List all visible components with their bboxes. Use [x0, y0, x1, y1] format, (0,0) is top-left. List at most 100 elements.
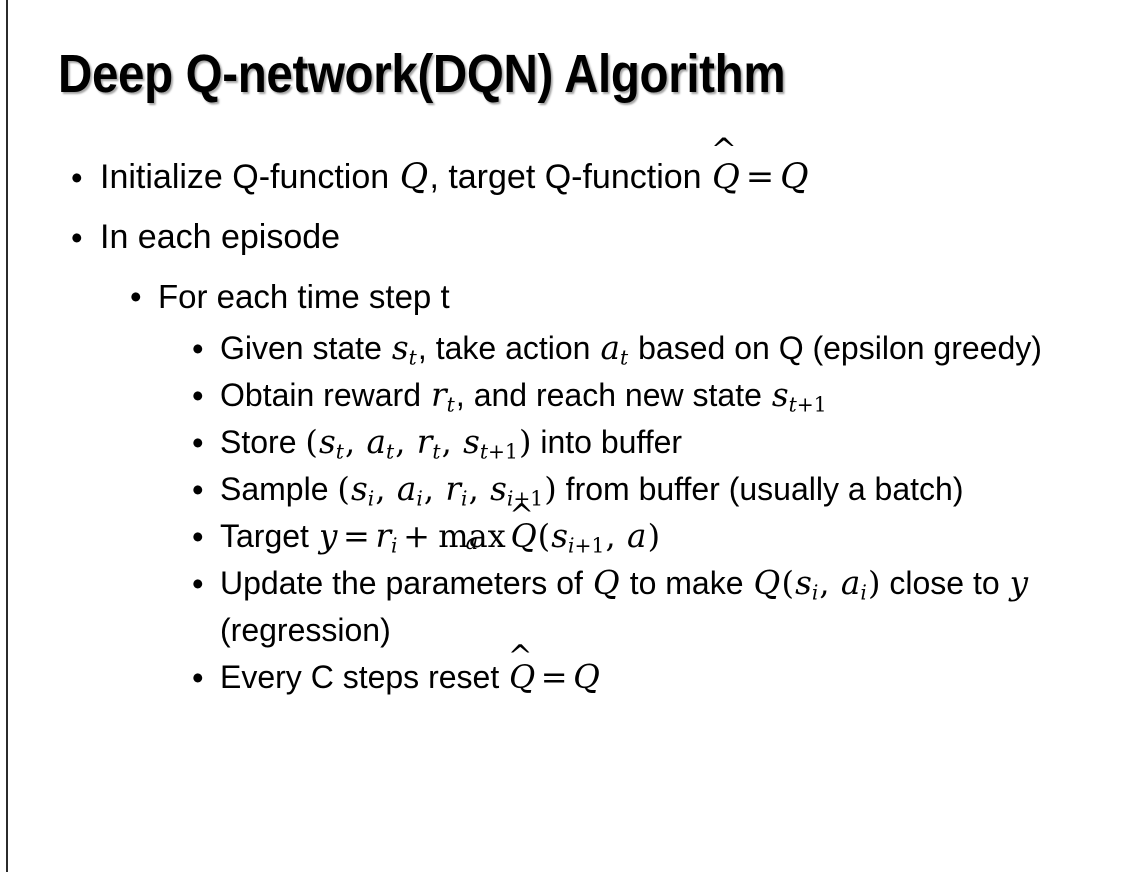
math-punctuation: ,: [423, 470, 445, 508]
bullet-store-into-buffer: • Store (st, at, rt, st+1) into buffer: [0, 419, 1124, 466]
math-subscript: i+1: [568, 533, 605, 558]
math-variable-subscripted: st: [391, 329, 417, 370]
math-variable: Q: [780, 157, 809, 197]
circumflex-accent-icon: ^: [710, 131, 737, 168]
bullet-marker-icon: •: [192, 565, 204, 602]
math-subscript: t: [408, 345, 417, 370]
math-variable-subscripted: si: [795, 564, 819, 605]
math-variable-subscripted: st+1: [463, 423, 518, 464]
math-variable-subscripted: st: [319, 423, 344, 464]
text-run: into buffer: [531, 424, 683, 460]
math-variable: Q: [399, 157, 429, 197]
math-operator: =: [540, 658, 568, 696]
math-variable-subscripted: ai: [396, 470, 423, 511]
math-subscript: i: [811, 580, 819, 605]
math-parenthesis: (: [305, 423, 318, 461]
text-run: Target: [220, 518, 318, 554]
math-punctuation: ,: [375, 470, 396, 508]
text-run: Sample: [220, 471, 338, 507]
math-parenthesis: ): [867, 564, 881, 602]
bullet-for-each-time-step: • For each time step t: [0, 268, 1124, 325]
math-variable: y: [318, 517, 338, 555]
bullet-text: Every C steps reset Q^=Q: [220, 641, 1098, 701]
math-punctuation: ,: [605, 517, 626, 555]
math-variable: y: [1009, 564, 1029, 602]
bullet-marker-icon: •: [192, 659, 204, 696]
math-punctuation: ,: [819, 564, 840, 602]
math-subscript: t: [619, 345, 629, 370]
slide-title: Deep Q-network(DQN) Algorithm: [58, 44, 786, 104]
bullet-marker-icon: •: [71, 159, 83, 196]
math-parenthesis: (: [537, 517, 551, 555]
text-run: Obtain reward: [220, 377, 430, 413]
bullet-marker-icon: •: [130, 278, 142, 315]
math-subscript: i: [860, 580, 867, 605]
math-subscript: i: [461, 486, 468, 511]
bullet-obtain-reward: •Obtain reward rt, and reach new state s…: [0, 372, 1124, 419]
math-subscript: i: [367, 486, 375, 511]
math-operator: +: [403, 517, 430, 555]
bullet-marker-icon: •: [192, 377, 204, 414]
bullet-marker-icon: •: [192, 424, 204, 461]
math-q-hat: Q^: [710, 131, 740, 197]
math-variable-subscripted: ai: [840, 564, 867, 605]
bullet-initialize-q-function: •Initialize Q-function Q, target Q-funct…: [0, 131, 1124, 207]
math-variable-subscripted: si: [351, 470, 375, 511]
text-run: , take action: [417, 330, 600, 366]
text-run: Every C steps reset: [220, 659, 509, 695]
math-variable-subscripted: st+1: [771, 376, 827, 417]
math-punctuation: ,: [345, 423, 366, 461]
bullet-text: In each episode: [100, 208, 1124, 267]
text-run: from buffer (usually a batch): [556, 471, 964, 507]
bullet-marker-icon: •: [71, 219, 83, 256]
math-operator: =: [745, 157, 775, 197]
math-subscript: t: [446, 392, 455, 417]
math-subscript: t+1: [788, 392, 827, 417]
bullet-text: Given state st, take action at based on …: [220, 325, 1098, 372]
math-variable: a: [626, 517, 647, 555]
text-run: For each time step t: [158, 278, 450, 315]
math-variable-subscripted: ri: [445, 470, 468, 511]
text-run: Given state: [220, 330, 391, 366]
math-variable: Q: [592, 564, 620, 602]
math-variable-subscripted: si+1: [490, 470, 544, 511]
math-q-hat: Q^: [509, 497, 537, 555]
text-run: Update the parameters of: [220, 565, 592, 601]
math-variable-subscripted: at: [366, 423, 395, 464]
text-run: Store: [220, 424, 306, 460]
math-subscript: t: [335, 439, 344, 464]
bullet-text: For each time step t: [158, 268, 1124, 325]
math-punctuation: ,: [395, 423, 416, 461]
math-variable-subscripted: at: [600, 329, 629, 370]
slide-left-edge-rule: [6, 0, 8, 872]
bullet-marker-icon: •: [192, 471, 204, 508]
math-parenthesis: ): [544, 470, 557, 508]
bullet-sample-from-buffer: • Sample (si, ai, ri, si+1) from buffer (…: [0, 466, 1124, 513]
bullet-update-parameters: •Update the parameters of Q to make Q(si…: [0, 560, 1124, 654]
text-run: Initialize Q-function: [100, 158, 399, 196]
text-run: to make: [620, 565, 753, 601]
bullet-text: Sample (si, ai, ri, si+1) from buffer (u…: [220, 466, 1098, 513]
math-subscript: t: [432, 439, 441, 464]
math-max-limit: a: [465, 529, 479, 555]
bullet-in-each-episode: • In each episode: [0, 208, 1124, 267]
math-variable-subscripted: si+1: [551, 517, 605, 558]
text-run: based on Q (epsilon greedy): [629, 330, 1042, 366]
math-parenthesis: (: [337, 470, 350, 508]
bullet-text: Store (st, at, rt, st+1) into buffer: [220, 419, 1098, 466]
math-operator: =: [343, 517, 370, 555]
math-punctuation: ,: [441, 423, 462, 461]
math-parenthesis: (: [781, 564, 794, 602]
text-run: In each episode: [100, 218, 341, 256]
math-subscript: t+1: [479, 439, 518, 464]
math-punctuation: ,: [468, 470, 489, 508]
bullet-text: Update the parameters of Q to make Q(si,…: [220, 560, 1098, 654]
math-variable-subscripted: rt: [431, 376, 455, 417]
bullet-text: Initialize Q-function Q, target Q-functi…: [100, 131, 1124, 207]
math-subscript: i: [416, 486, 423, 511]
math-variable: Q: [573, 658, 600, 696]
bullet-marker-icon: •: [192, 330, 204, 367]
text-run: , target Q-function: [429, 158, 712, 196]
